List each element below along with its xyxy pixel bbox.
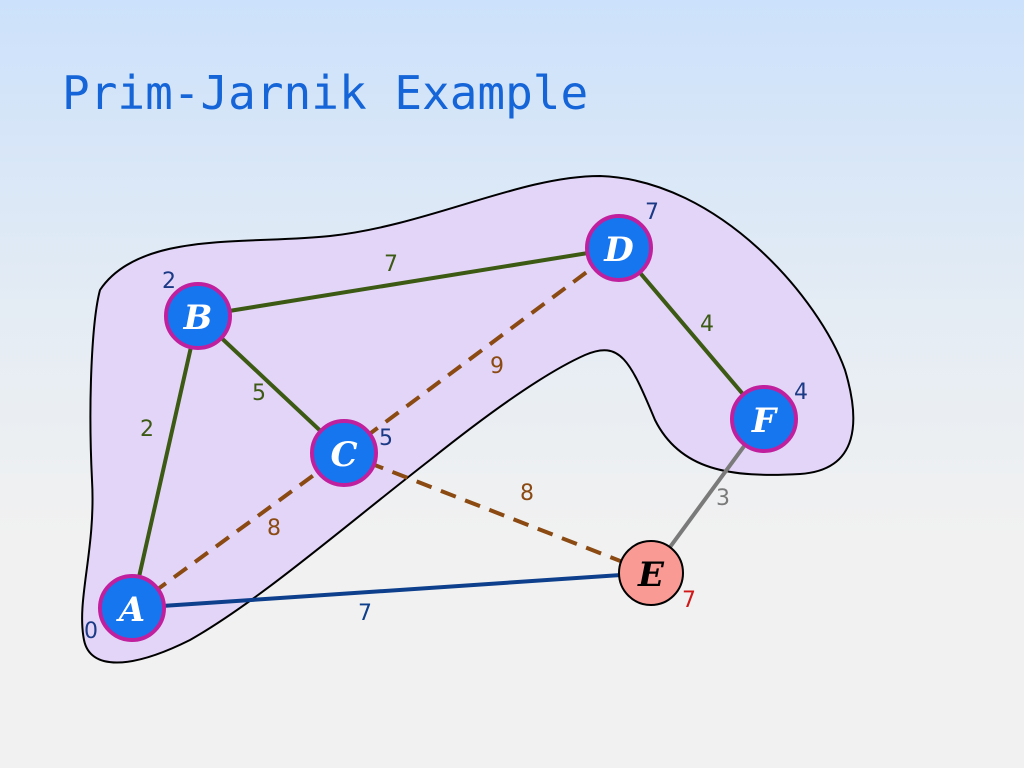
edge-A-E <box>131 571 652 610</box>
node-F: F <box>730 385 798 453</box>
edge-C-D <box>342 246 621 455</box>
node-B-distance: 2 <box>162 269 176 294</box>
node-E-label: E <box>637 555 665 595</box>
slide-title: Prim-Jarnik Example <box>62 66 589 120</box>
node-A-label: A <box>116 590 145 630</box>
node-C: C <box>310 419 378 487</box>
edge-F-E-weight: 3 <box>716 486 730 511</box>
edge-C-E <box>343 451 652 575</box>
node-F-label: F <box>751 401 779 441</box>
node-E-circle <box>618 540 684 606</box>
edge-A-B-weight: 2 <box>140 417 154 442</box>
node-A: A <box>98 574 166 642</box>
node-B-label: B <box>183 298 213 338</box>
node-layer: A B C D F E <box>98 214 798 642</box>
node-E: E <box>618 540 684 606</box>
edge-A-C <box>130 451 346 610</box>
edge-C-E-weight: 8 <box>520 481 534 506</box>
node-C-circle <box>310 419 378 487</box>
node-C-label: C <box>330 435 357 475</box>
node-F-circle <box>730 385 798 453</box>
node-A-circle <box>98 574 166 642</box>
edge-A-B <box>130 315 200 609</box>
edge-C-D-weight: 9 <box>490 354 504 379</box>
node-B: B <box>164 282 232 350</box>
node-D-label: D <box>603 230 634 270</box>
edge-B-D-weight: 7 <box>384 252 398 277</box>
node-B-circle <box>164 282 232 350</box>
node-D-circle <box>585 214 653 282</box>
node-C-distance: 5 <box>379 426 393 451</box>
node-F-distance: 4 <box>794 380 808 405</box>
edge-B-D <box>197 246 620 318</box>
node-A-distance: 0 <box>84 619 98 644</box>
edge-D-F <box>617 246 766 421</box>
node-D-distance: 7 <box>645 200 659 225</box>
edge-D-F-weight: 4 <box>700 312 714 337</box>
edge-A-E-weight: 7 <box>358 601 372 626</box>
distance-layer: 0 2 5 7 4 7 <box>84 200 808 644</box>
node-E-distance: 7 <box>682 588 696 613</box>
edge-A-C-weight: 8 <box>267 516 281 541</box>
edge-B-C-weight: 5 <box>252 381 266 406</box>
weight-layer: 2 5 7 4 9 8 8 7 3 <box>140 252 730 626</box>
node-D: D <box>585 214 653 282</box>
